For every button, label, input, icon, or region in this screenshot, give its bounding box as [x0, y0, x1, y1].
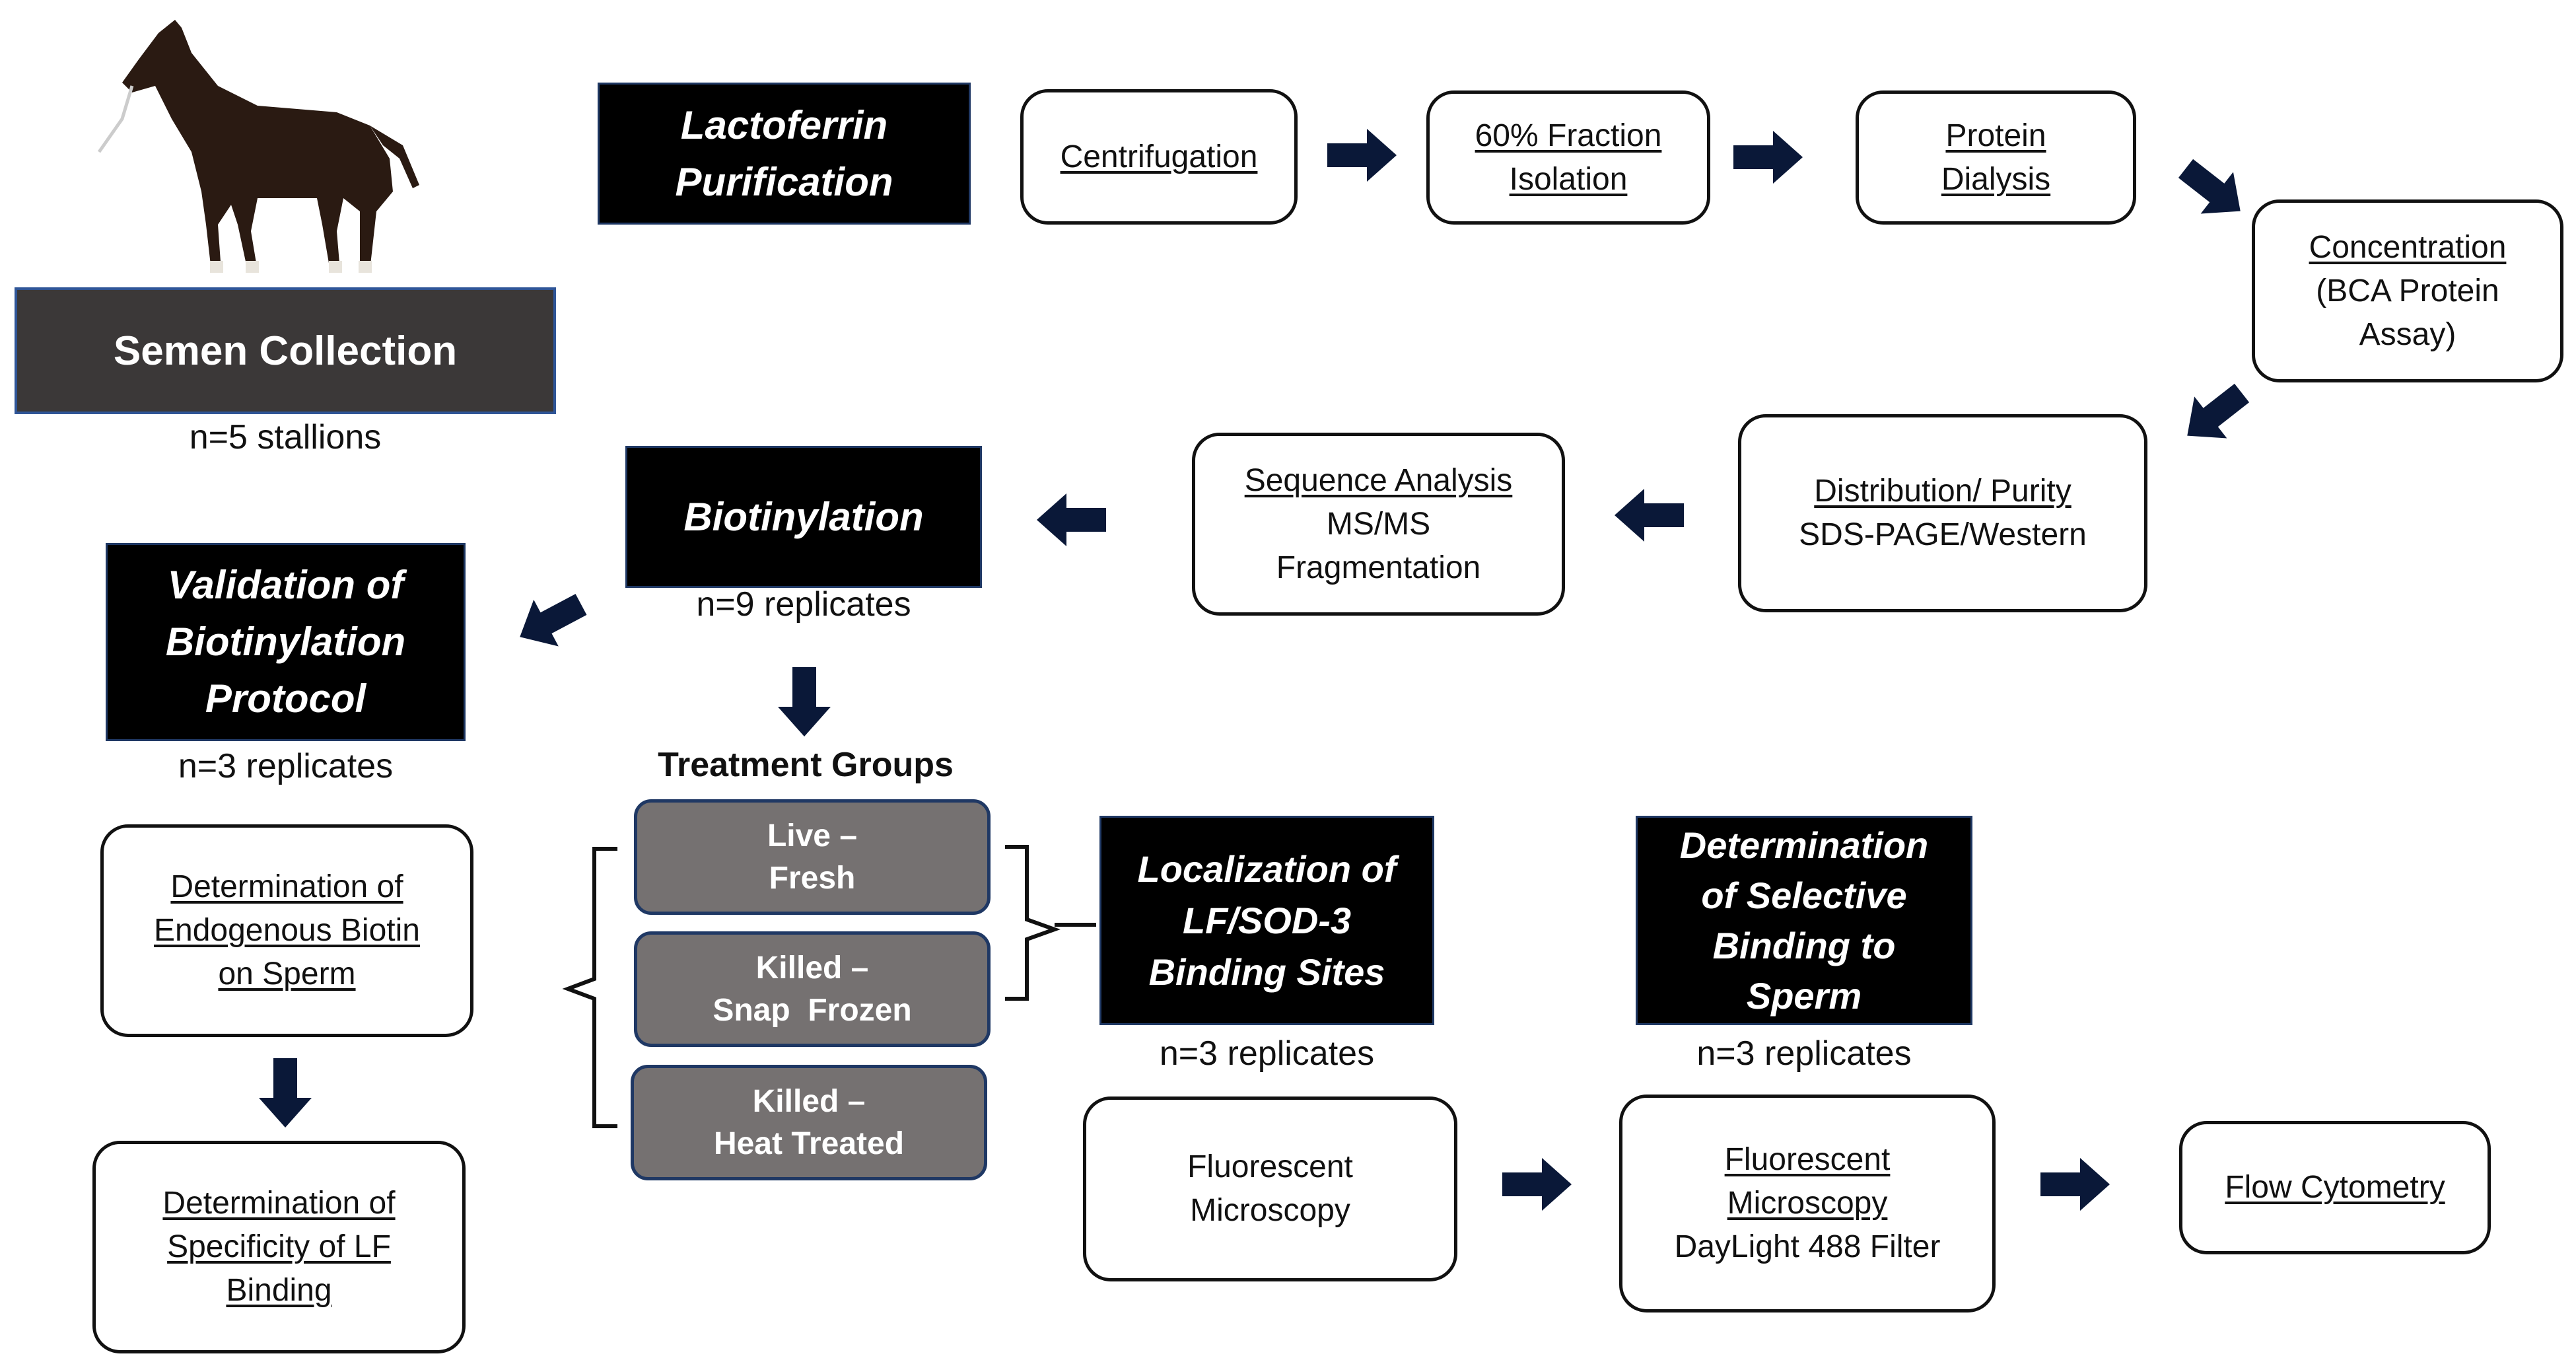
biotinylation-box: Biotinylation	[625, 446, 982, 588]
selective-line3: Binding to	[1712, 924, 1896, 966]
endogenous-biotin-box: Determination of Endogenous Biotin on Sp…	[100, 824, 473, 1037]
concentration-box: Concentration (BCA Protein Assay)	[2252, 199, 2563, 382]
endogenous-line2: Endogenous Biotin	[154, 913, 420, 948]
arrow-left-icon	[1615, 489, 1684, 542]
localization-box: Localization of LF/SOD-3 Binding Sites	[1099, 816, 1434, 1025]
selective-line1: Determination	[1679, 824, 1929, 866]
distribution-sub: SDS-PAGE/Western	[1799, 517, 2087, 552]
biotinylation-label: Biotinylation	[683, 494, 924, 539]
specificity-line2: Specificity of LF	[167, 1229, 391, 1264]
specificity-line1: Determination of	[162, 1186, 396, 1221]
localization-line3: Binding Sites	[1148, 951, 1385, 993]
group-line2: Heat Treated	[713, 1126, 905, 1161]
validation-line2: Biotinylation	[165, 620, 406, 664]
endogenous-line3: on Sperm	[218, 956, 356, 991]
concentration-title: Concentration	[2309, 229, 2507, 265]
arrow-right-icon	[2040, 1158, 2110, 1211]
validation-note: n=3 replicates	[178, 747, 394, 785]
group-line1: Killed –	[755, 950, 869, 986]
right-brace	[1005, 845, 1061, 1001]
distribution-purity-box: Distribution/ Purity SDS-PAGE/Western	[1738, 414, 2147, 612]
specificity-line3: Binding	[226, 1273, 332, 1308]
daylight-line1: Fluorescent	[1724, 1142, 1891, 1177]
arrow-right-icon	[1502, 1158, 1572, 1211]
group-line1: Live –	[767, 818, 858, 853]
microscopy-line2: Microscopy	[1190, 1193, 1350, 1228]
dialysis-line1: Protein	[1945, 118, 2046, 153]
sequence-line2: MS/MS	[1326, 506, 1431, 542]
group-line2: Fresh	[769, 860, 856, 896]
arrow-down-left-icon	[507, 581, 594, 661]
concentration-line3: Assay)	[2359, 316, 2456, 352]
specificity-box: Determination of Specificity of LF Bindi…	[92, 1141, 466, 1353]
lactoferrin-purification-box: Lactoferrin Purification	[598, 83, 971, 225]
flow-cytometry-box: Flow Cytometry	[2179, 1121, 2491, 1254]
dialysis-line2: Dialysis	[1941, 161, 2051, 197]
centrifugation-box: Centrifugation	[1020, 89, 1298, 225]
sequence-analysis-box: Sequence Analysis MS/MS Fragmentation	[1192, 433, 1565, 616]
sequence-line3: Fragmentation	[1276, 550, 1481, 585]
selective-line2: of Selective	[1701, 874, 1907, 916]
arrow-right-icon	[1327, 129, 1397, 182]
arrow-down-left-icon	[2171, 372, 2258, 457]
arrow-down-icon	[778, 667, 831, 737]
arrow-down-right-icon	[2169, 147, 2257, 233]
semen-collection-note: n=5 stallions	[189, 418, 382, 456]
microscopy-line1: Fluorescent	[1187, 1149, 1353, 1184]
centrifugation-label: Centrifugation	[1060, 139, 1258, 174]
validation-box: Validation of Biotinylation Protocol	[106, 543, 466, 741]
endogenous-line1: Determination of	[170, 869, 403, 904]
localization-note: n=3 replicates	[1159, 1034, 1375, 1073]
selective-line4: Sperm	[1746, 974, 1862, 1017]
concentration-line2: (BCA Protein	[2316, 273, 2499, 308]
group-line2: Snap Frozen	[713, 992, 912, 1028]
biotinylation-note: n=9 replicates	[696, 585, 911, 624]
protein-dialysis-box: Protein Dialysis	[1856, 90, 2136, 225]
fraction-isolation-box: 60% Fraction Isolation	[1426, 90, 1710, 225]
lactoferrin-line2: Purification	[675, 159, 893, 204]
left-brace	[562, 847, 617, 1128]
fraction-line1: 60% Fraction	[1475, 118, 1662, 153]
group-line1: Killed –	[752, 1083, 866, 1119]
fraction-line2: Isolation	[1509, 161, 1628, 197]
horse-image	[97, 20, 419, 273]
sequence-title: Sequence Analysis	[1244, 462, 1513, 498]
treatment-groups-title: Treatment Groups	[658, 746, 954, 784]
selective-binding-box: Determination of Selective Binding to Sp…	[1636, 816, 1972, 1025]
daylight-microscopy-box: Fluorescent Microscopy DayLight 488 Filt…	[1619, 1095, 1996, 1312]
semen-collection-label: Semen Collection	[113, 328, 458, 374]
distribution-title: Distribution/ Purity	[1814, 474, 2071, 509]
arrow-right-icon	[1733, 131, 1803, 184]
arrow-down-icon	[259, 1058, 312, 1128]
localization-line2: LF/SOD-3	[1182, 899, 1352, 941]
semen-collection-box: Semen Collection	[15, 287, 556, 414]
daylight-line3: DayLight 488 Filter	[1674, 1229, 1941, 1264]
treatment-group-heat-treated: Killed – Heat Treated	[631, 1065, 987, 1180]
validation-line1: Validation of	[167, 563, 404, 607]
flow-label: Flow Cytometry	[2225, 1170, 2445, 1205]
fluorescent-microscopy-box: Fluorescent Microscopy	[1083, 1096, 1457, 1281]
validation-line3: Protocol	[205, 676, 366, 721]
arrow-left-icon	[1037, 493, 1106, 546]
daylight-line2: Microscopy	[1727, 1186, 1888, 1221]
treatment-group-snap-frozen: Killed – Snap Frozen	[634, 931, 991, 1047]
treatment-group-live-fresh: Live – Fresh	[634, 799, 991, 915]
lactoferrin-line1: Lactoferrin	[680, 102, 888, 147]
localization-line1: Localization of	[1137, 847, 1397, 890]
selective-note: n=3 replicates	[1696, 1034, 1912, 1073]
